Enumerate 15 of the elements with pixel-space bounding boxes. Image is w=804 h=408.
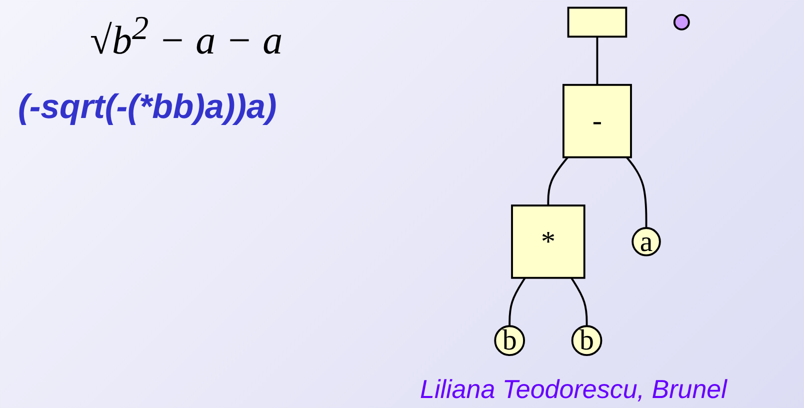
connector (626, 156, 648, 228)
node-box: - (562, 84, 632, 158)
author-credit: Liliana Teodorescu, Brunel (420, 374, 727, 405)
node-box: * (511, 204, 586, 279)
node-box (567, 6, 628, 38)
connector (596, 36, 598, 85)
connector (547, 156, 569, 206)
node-circle: a (632, 227, 661, 256)
node-circle: b (571, 325, 602, 356)
connector (508, 277, 526, 326)
formula-text: √b$^{2}$ − a − a (90, 10, 283, 64)
node-circle: b (494, 325, 526, 356)
expression-text: (-sqrt(-(*bb)a))a) (18, 88, 277, 127)
connector (570, 277, 588, 326)
node-circle (673, 14, 690, 30)
